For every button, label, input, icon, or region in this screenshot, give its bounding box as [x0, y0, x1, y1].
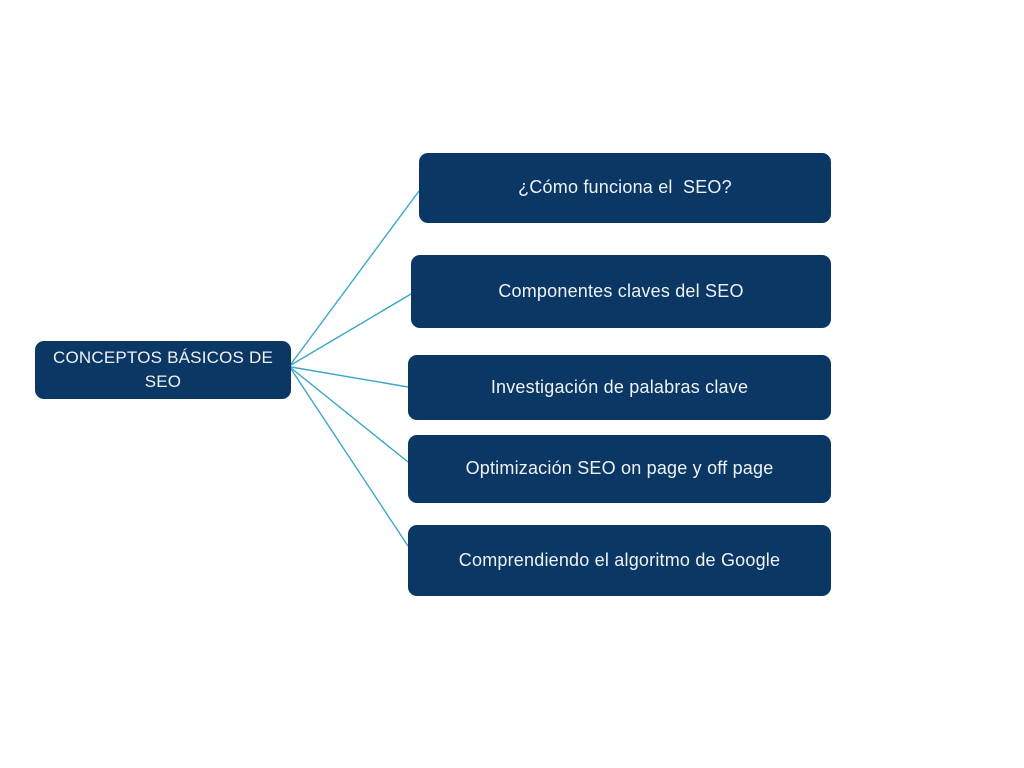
root-node-conceptos-basicos-de-seo[interactable]: CONCEPTOS BÁSICOS DE SEO [35, 341, 291, 399]
child-node-label: Comprendiendo el algoritmo de Google [458, 549, 781, 570]
child-node-comprendiendo-el-algoritmo-de-google[interactable]: Comprendiendo el algoritmo de Google [408, 525, 831, 596]
child-node-label: Optimización SEO on page y off page [465, 458, 774, 479]
child-node-optimizacion-seo-on-page-off-page[interactable]: Optimización SEO on page y off page [408, 435, 831, 503]
connector-line-root-child-4 [290, 368, 409, 547]
child-node-label: Investigación de palabras clave [490, 376, 749, 397]
connector-line-root-child-2 [290, 366, 409, 388]
connector-line-root-child-3 [290, 367, 409, 463]
child-node-componentes-claves-del-seo[interactable]: Componentes claves del SEO [411, 255, 831, 328]
child-node-como-funciona-el-seo[interactable]: ¿Cómo funciona el SEO? [419, 153, 831, 223]
root-node-label: CONCEPTOS BÁSICOS DE SEO [52, 348, 278, 391]
child-node-investigacion-de-palabras-clave[interactable]: Investigación de palabras clave [408, 355, 831, 420]
child-node-label: Componentes claves del SEO [498, 280, 744, 301]
connector-line-root-child-0 [290, 190, 420, 365]
connector-line-root-child-1 [290, 293, 412, 366]
child-node-label: ¿Cómo funciona el SEO? [518, 177, 732, 198]
